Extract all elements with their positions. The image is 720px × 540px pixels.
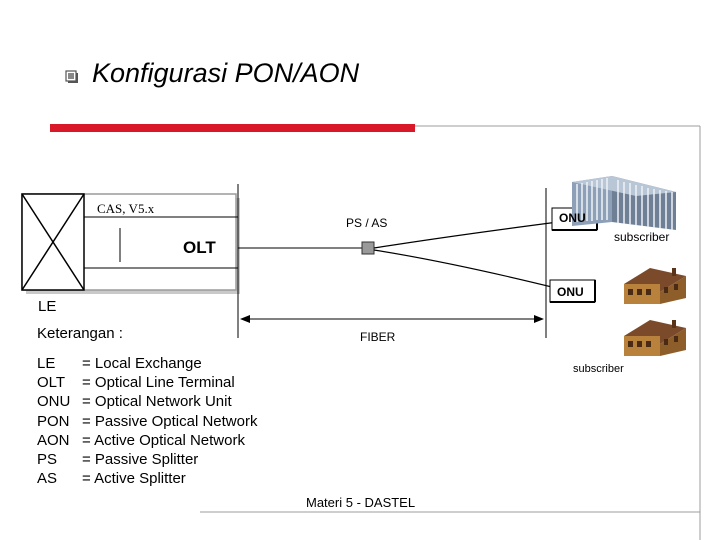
fiber-branch-top: [373, 221, 559, 249]
legend-definition: = Optical Network Unit: [82, 393, 232, 411]
title-accent-bar: [50, 124, 415, 132]
onu-top-label: ONU: [559, 211, 586, 225]
square-bullet-icon: [65, 70, 78, 83]
office-building-icon: [572, 176, 676, 230]
legend-abbr: AS: [37, 470, 58, 488]
fiber-label: FIBER: [360, 330, 396, 344]
fiber-branch-bottom: [373, 249, 557, 289]
subscriber-top-label: subscriber: [614, 230, 670, 244]
legend-definition: = Optical Line Terminal: [82, 374, 235, 392]
splitter-label: PS / AS: [346, 216, 388, 230]
legend-list: LE = Local Exchange OLT = Optical Line T…: [37, 354, 257, 488]
legend-title: Keterangan :: [37, 325, 123, 342]
subscriber-bottom-label: subscriber: [573, 363, 624, 375]
legend-item: AS = Active Splitter: [37, 469, 257, 488]
legend-item: AON = Active Optical Network: [37, 431, 257, 450]
footer-text: Materi 5 - DASTEL: [306, 495, 416, 510]
legend-item: OLT = Optical Line Terminal: [37, 373, 257, 392]
legend-abbr: PS: [37, 450, 58, 468]
legend-item: PS = Passive Splitter: [37, 450, 257, 469]
legend-item: PON = Passive Optical Network: [37, 412, 257, 431]
interface-label: CAS, V5.x: [97, 201, 155, 216]
legend-definition: = Passive Splitter: [82, 450, 199, 468]
legend-abbr: AON: [37, 431, 70, 449]
onu-bottom-label: ONU: [557, 285, 584, 299]
house-icon: [624, 320, 686, 356]
exchange-box-icon: [21, 193, 85, 291]
house-icon: [624, 268, 686, 304]
olt-label: OLT: [183, 238, 216, 257]
legend-abbr: OLT: [37, 374, 66, 392]
splitter-icon: [361, 241, 375, 255]
legend-abbr: LE: [37, 355, 56, 372]
legend-item: ONU = Optical Network Unit: [37, 392, 257, 411]
legend-definition: = Passive Optical Network: [82, 412, 258, 430]
slide-title: Konfigurasi PON/AON: [92, 58, 360, 88]
le-label: LE: [38, 298, 57, 315]
legend-definition: = Active Optical Network: [82, 431, 245, 449]
legend-abbr: PON: [37, 412, 70, 430]
onu-bottom-box: [549, 279, 596, 303]
legend-item: LE = Local Exchange: [37, 354, 257, 373]
fiber-span-arrow: [240, 315, 544, 323]
legend-abbr: ONU: [37, 393, 71, 411]
legend-definition: = Active Splitter: [82, 470, 186, 488]
legend-definition: = Local Exchange: [82, 355, 202, 372]
